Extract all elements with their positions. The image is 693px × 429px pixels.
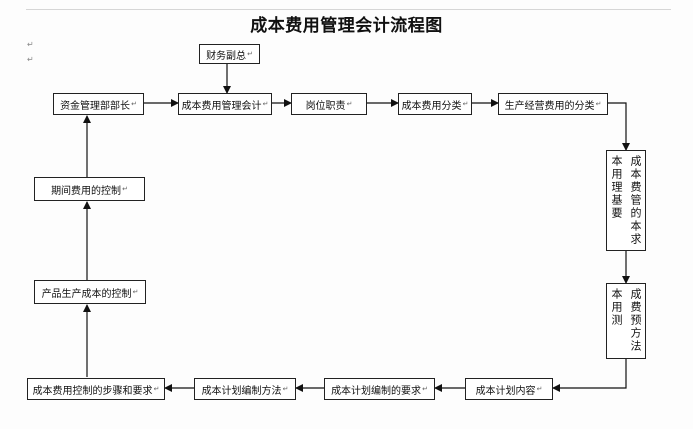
- node-label: 期间费用的控制: [51, 185, 122, 197]
- connector-forecast-to-contents: [552, 359, 627, 392]
- node-product-cost-control: 产品生产成本的控制↵: [34, 280, 146, 304]
- node-label: 成本费用分类: [401, 100, 462, 112]
- node-label: 资金管理部部长: [60, 100, 131, 112]
- node-label: 成本费用管理会计: [181, 100, 262, 112]
- node-label-column: 成本费管的本求: [629, 155, 642, 246]
- node-plan-methods: 成本计划编制方法↵: [194, 378, 296, 400]
- paragraph-mark: ↵: [27, 55, 34, 64]
- node-label: 成本费用控制的步骤和要求: [32, 385, 153, 397]
- connector-production-to-requirements: [608, 102, 630, 151]
- node-finance-deputy: 财务副总↵: [199, 44, 260, 64]
- node-production-cost-classification: 生产经营费用的分类↵: [498, 93, 608, 115]
- header-rule: [26, 9, 671, 10]
- node-fund-manager: 资金管理部部长↵: [53, 93, 144, 115]
- paragraph-mark: ↵: [27, 40, 34, 49]
- diagram-title: 成本费用管理会计流程图: [250, 16, 443, 36]
- node-cost-classification: 成本费用分类↵: [398, 93, 472, 115]
- node-control-steps: 成本费用控制的步骤和要求↵: [27, 378, 165, 400]
- node-label-column: 本用理基要: [610, 155, 623, 220]
- node-basic-requirements: 成本费管的本求 本用理基要: [606, 150, 646, 251]
- node-label: 财务副总: [206, 50, 247, 62]
- node-period-expense-control: 期间费用的控制↵: [34, 177, 145, 201]
- node-label: 生产经营费用的分类: [504, 100, 595, 112]
- node-label: 成本计划内容: [475, 385, 536, 397]
- node-label-column: 成费预方法: [629, 288, 642, 353]
- node-plan-requirements: 成本计划编制的要求↵: [324, 378, 435, 400]
- node-duties: 岗位职责↵: [291, 93, 367, 115]
- node-label: 成本计划编制的要求: [331, 385, 422, 397]
- node-label-column: 本用测: [610, 288, 623, 327]
- node-label: 产品生产成本的控制: [41, 288, 132, 300]
- node-label: 成本计划编制方法: [201, 385, 282, 397]
- node-label: 岗位职责: [305, 100, 346, 112]
- node-cost-accounting: 成本费用管理会计↵: [178, 93, 272, 115]
- node-plan-contents: 成本计划内容↵: [465, 378, 553, 400]
- node-forecast-methods: 成费预方法 本用测: [606, 283, 646, 359]
